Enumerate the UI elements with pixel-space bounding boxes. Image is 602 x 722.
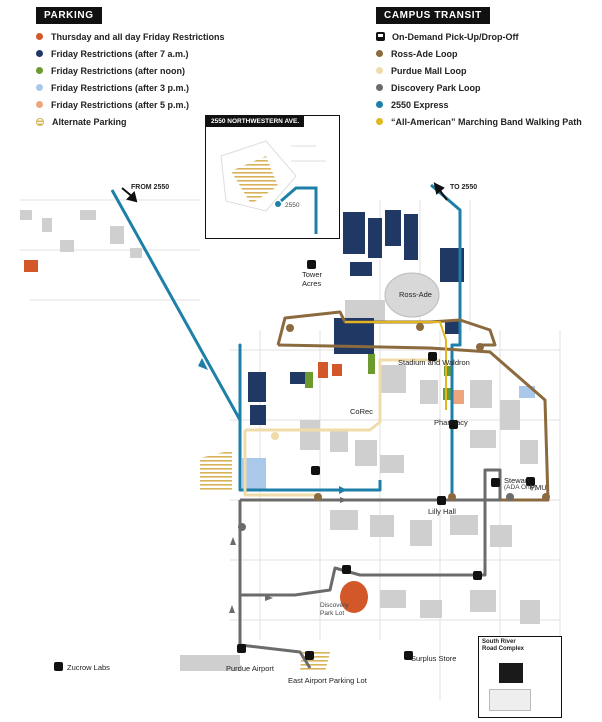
transit-legend-label: 2550 Express: [391, 99, 449, 110]
label-stewart-sub: (ADA Only): [504, 484, 537, 491]
grey-direction-arrows: [229, 497, 348, 613]
label-stadium-waldron: Stadium and Waldron: [398, 358, 470, 367]
label-east-airport: East Airport Parking Lot: [288, 676, 367, 685]
route-marching-band: [345, 321, 447, 410]
color-swatch: [36, 84, 43, 91]
parking-legend-item: Thursday and all day Friday Restrictions: [36, 28, 225, 45]
parking-legend-item: Alternate Parking: [36, 113, 225, 130]
label-tower-acres: Tower Acres: [302, 270, 323, 288]
buildings: [20, 210, 540, 671]
parking-legend: Thursday and all day Friday Restrictions…: [36, 28, 225, 130]
parking-legend-title: Parking: [36, 7, 102, 24]
inset-map: [220, 140, 326, 234]
inset-2550-northwestern: 2550 NORTHWESTERN AVE. 2550: [205, 115, 340, 239]
road-grid: [20, 199, 561, 700]
inset-title: 2550 NORTHWESTERN AVE.: [206, 116, 305, 127]
color-swatch: [376, 84, 383, 91]
parking-legend-label: Friday Restrictions (after noon): [51, 65, 186, 76]
transit-legend-label: Discovery Park Loop: [391, 82, 481, 93]
label-corec: CoRec: [350, 407, 373, 416]
label-stewart: Stewart: [504, 476, 530, 485]
inset-stop-label: 2550: [285, 202, 300, 209]
route-discovery-park-loop: [238, 468, 502, 669]
color-swatch: [36, 50, 43, 57]
transit-legend-title: Campus Transit: [376, 7, 490, 24]
from-2550-label: FROM 2550: [131, 184, 170, 191]
parking-thursday-friday: [24, 260, 368, 613]
transit-legend-label: “All-American” Marching Band Walking Pat…: [391, 116, 582, 127]
parking-legend-item: Friday Restrictions (after 7 a.m.): [36, 45, 225, 62]
transit-legend-item: Discovery Park Loop: [376, 79, 582, 96]
srr-building: [499, 663, 523, 683]
parking-legend-item: Friday Restrictions (after 5 p.m.): [36, 96, 225, 113]
transit-legend-label: Ross-Ade Loop: [391, 48, 458, 59]
transit-legend-item: 2550 Express: [376, 96, 582, 113]
label-surplus: Surplus Store: [411, 654, 457, 663]
to-2550-arrow: [433, 182, 448, 201]
color-swatch: [36, 101, 43, 108]
parking-legend-label: Friday Restrictions (after 5 p.m.): [51, 99, 190, 110]
color-swatch: [36, 67, 43, 74]
parking-legend-item: Friday Restrictions (after noon): [36, 62, 225, 79]
hatch-swatch: [36, 117, 44, 126]
parking-friday-7am: [248, 210, 464, 425]
stop-dots: [238, 323, 550, 531]
label-ross-ade: Ross-Ade: [399, 290, 432, 299]
color-swatch: [376, 101, 383, 108]
parking-legend-label: Thursday and all day Friday Restrictions: [51, 31, 225, 42]
label-pharmacy: Pharmacy: [434, 418, 468, 427]
color-swatch: [376, 67, 383, 74]
label-pmu: PMU: [530, 483, 547, 492]
srr-title: South River Road Complex: [482, 639, 525, 652]
to-2550-label: TO 2550: [450, 184, 478, 191]
transit-legend-label: Purdue Mall Loop: [391, 65, 467, 76]
from-2550-arrow: [121, 187, 138, 203]
label-lilly-hall: Lilly Hall: [428, 507, 456, 516]
color-swatch: [376, 50, 383, 57]
label-zucrow: Zucrow Labs: [67, 663, 110, 672]
label-discovery-park-lot: Discovery Park Lot: [320, 602, 349, 617]
bus-icon: [376, 32, 385, 41]
transit-legend-item: On-Demand Pick-Up/Drop-Off: [376, 28, 582, 45]
parking-friday-5pm: [452, 390, 464, 404]
parking-legend-item: Friday Restrictions (after 3 p.m.): [36, 79, 225, 96]
route-purdue-mall-loop: [243, 358, 440, 497]
transit-legend-item: “All-American” Marching Band Walking Pat…: [376, 113, 582, 130]
south-river-road-inset: South River Road Complex: [478, 636, 562, 718]
parking-legend-label: Friday Restrictions (after 3 p.m.): [51, 82, 190, 93]
label-purdue-airport: Purdue Airport: [226, 664, 274, 673]
color-swatch: [376, 118, 383, 125]
ross-ade-stadium: [384, 272, 440, 318]
on-demand-stop-icons: [54, 260, 535, 671]
parking-legend-label: Friday Restrictions (after 7 a.m.): [51, 48, 189, 59]
color-swatch: [36, 33, 43, 40]
route-2550-express: [110, 183, 462, 500]
srr-lot: [489, 689, 531, 711]
transit-legend-label: On-Demand Pick-Up/Drop-Off: [392, 31, 519, 42]
parking-legend-label: Alternate Parking: [52, 116, 127, 127]
transit-legend-item: Ross-Ade Loop: [376, 45, 582, 62]
transit-legend-item: Purdue Mall Loop: [376, 62, 582, 79]
